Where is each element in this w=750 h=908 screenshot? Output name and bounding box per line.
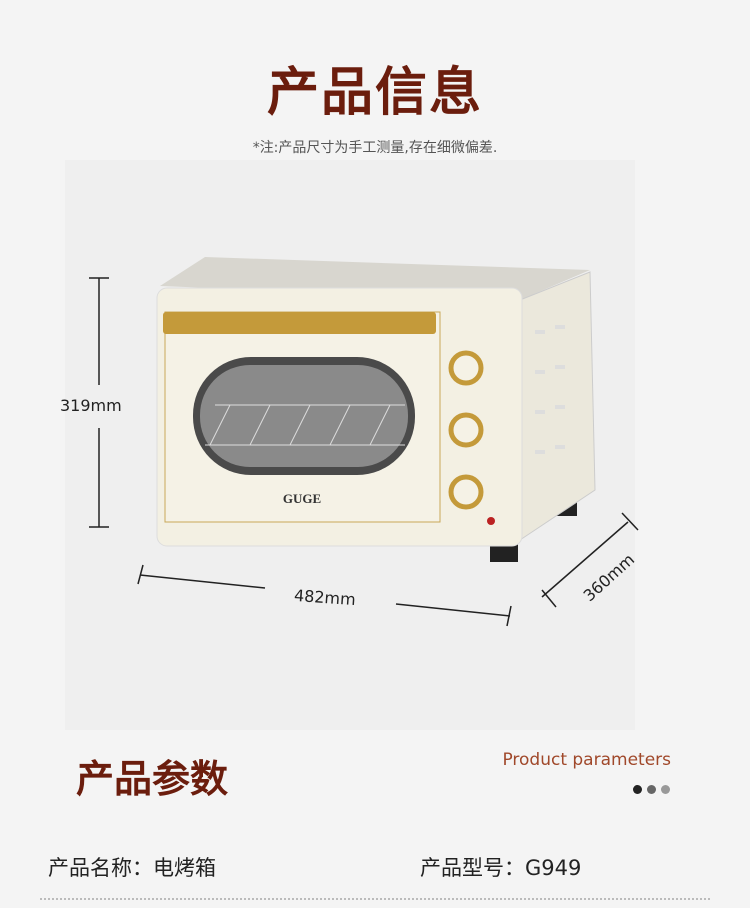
divider [40, 898, 710, 900]
params-subtitle: Product parameters [502, 750, 671, 770]
product-name: 产品名称：电烤箱 [48, 856, 216, 880]
dot [661, 785, 670, 794]
height-dimension: 319mm [60, 396, 122, 415]
measurement-note: *注:产品尺寸为手工测量,存在细微偏差. [252, 140, 498, 156]
brand-logo: GUGE [283, 491, 321, 506]
product-model: 产品型号：G949 [420, 856, 582, 880]
dots-indicator [633, 785, 670, 794]
dot [633, 785, 642, 794]
oven-illustration: GUGE [89, 257, 639, 627]
dot [647, 785, 656, 794]
params-title: 产品参数 [76, 757, 229, 801]
page-title: 产品信息 [266, 63, 483, 123]
